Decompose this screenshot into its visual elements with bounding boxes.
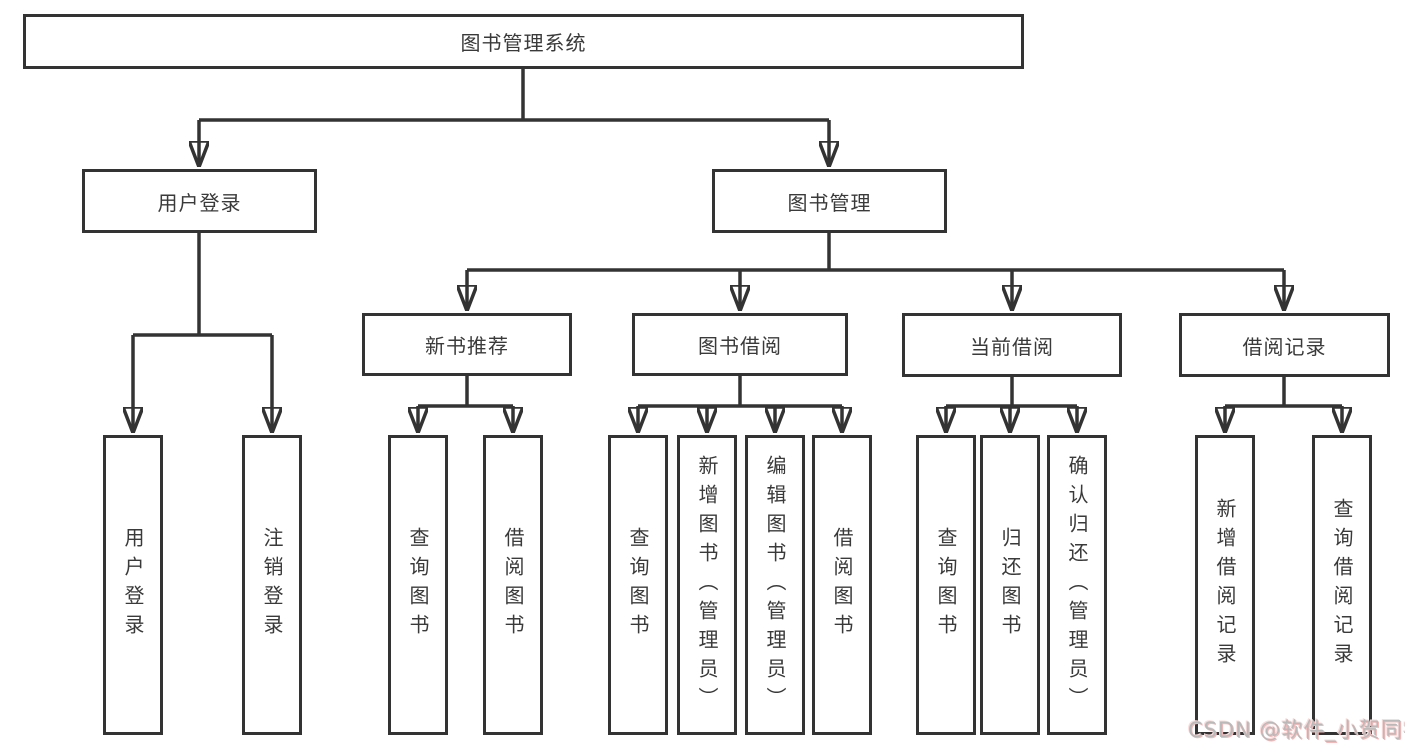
leaf-query-books-borrow: 查询图书 (608, 435, 668, 735)
node-new-book-recommend: 新书推荐 (362, 313, 572, 376)
leaf-query-books-borrow-label: 查询图书 (626, 527, 650, 643)
node-book-management: 图书管理 (712, 169, 947, 233)
leaf-edit-book-admin: 编辑图书（管理员） (745, 435, 805, 735)
leaf-borrow-books-borrow: 借阅图书 (812, 435, 872, 735)
node-current-borrow: 当前借阅 (902, 313, 1122, 377)
leaf-add-book-admin-label: 新增图书（管理员） (695, 454, 719, 716)
leaf-borrow-books-recommend: 借阅图书 (483, 435, 543, 735)
csdn-watermark: CSDN @软件_小贺同学 (1188, 718, 1405, 742)
leaf-user-login-label: 用户登录 (121, 527, 145, 643)
leaf-query-borrow-record: 查询借阅记录 (1312, 435, 1372, 735)
node-borrow-records: 借阅记录 (1179, 313, 1390, 377)
leaf-query-borrow-record-label: 查询借阅记录 (1330, 498, 1354, 672)
node-root-system: 图书管理系统 (23, 14, 1024, 69)
leaf-return-book: 归还图书 (980, 435, 1040, 735)
leaf-confirm-return-admin-label: 确认归还（管理员） (1065, 454, 1089, 716)
leaf-add-book-admin: 新增图书（管理员） (677, 435, 737, 735)
leaf-logout-login-label: 注销登录 (260, 527, 284, 643)
leaf-borrow-books-borrow-label: 借阅图书 (830, 527, 854, 643)
leaf-user-login: 用户登录 (103, 435, 163, 735)
leaf-query-books-current-label: 查询图书 (934, 527, 958, 643)
leaf-add-borrow-record-label: 新增借阅记录 (1213, 498, 1237, 672)
leaf-return-book-label: 归还图书 (998, 527, 1022, 643)
leaf-logout-login: 注销登录 (242, 435, 302, 735)
leaf-query-books-recommend: 查询图书 (388, 435, 448, 735)
leaf-add-borrow-record: 新增借阅记录 (1195, 435, 1255, 735)
leaf-confirm-return-admin: 确认归还（管理员） (1047, 435, 1107, 735)
node-book-borrow: 图书借阅 (632, 313, 848, 376)
leaf-query-books-recommend-label: 查询图书 (406, 527, 430, 643)
leaf-borrow-books-recommend-label: 借阅图书 (501, 527, 525, 643)
node-user-login: 用户登录 (82, 169, 317, 233)
leaf-edit-book-admin-label: 编辑图书（管理员） (763, 454, 787, 716)
leaf-query-books-current: 查询图书 (916, 435, 976, 735)
